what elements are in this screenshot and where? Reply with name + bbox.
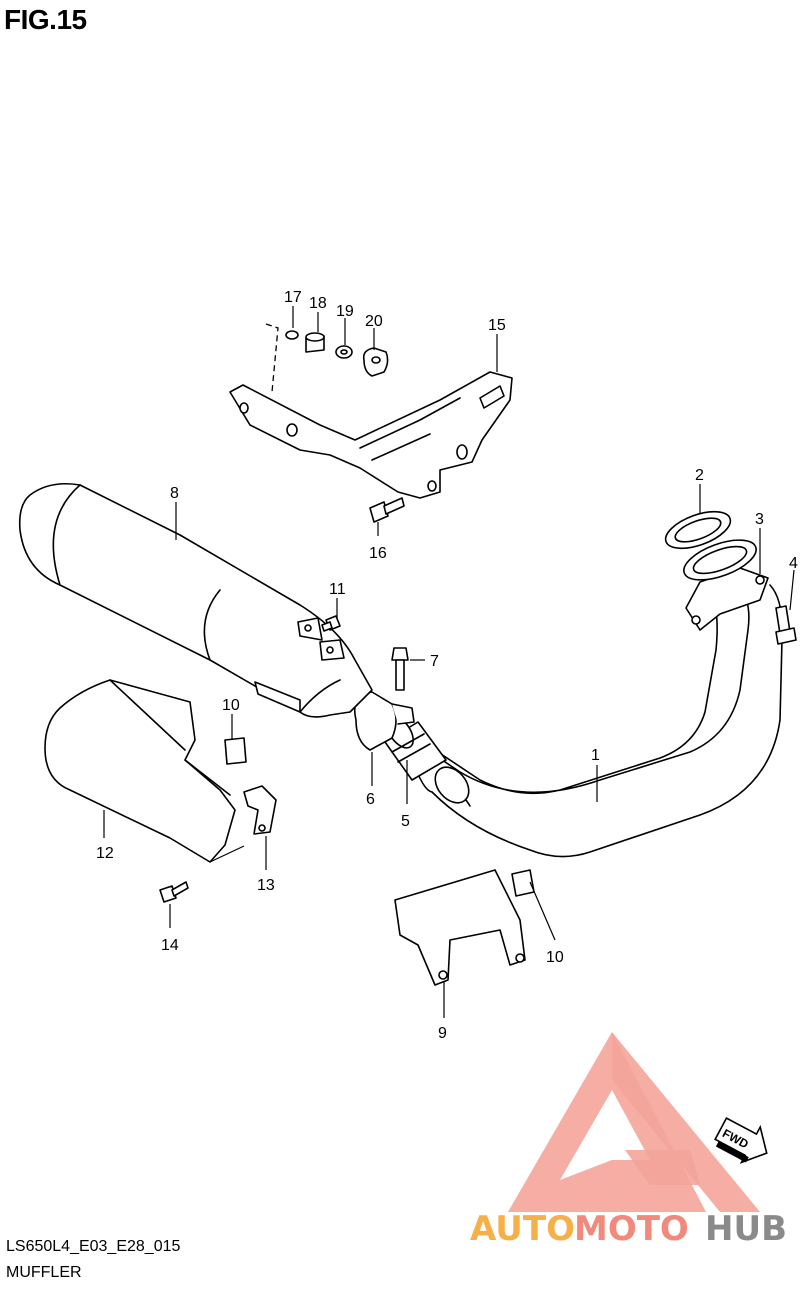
callout-7: 7 [430, 653, 439, 670]
part-collar [305, 332, 325, 353]
leader-lines [103, 306, 795, 1018]
callout-6: 6 [366, 791, 375, 808]
part-muffler-heat-shield [44, 679, 236, 863]
section-name: MUFFLER [6, 1264, 82, 1281]
callout-4: 4 [789, 555, 798, 572]
callout-5: 5 [401, 813, 410, 830]
part-lower-heat-shield [394, 869, 526, 986]
part-damper [362, 347, 389, 377]
callout-1: 1 [591, 747, 600, 764]
callout-20: 20 [365, 313, 383, 330]
callout-19: 19 [336, 303, 354, 320]
callout-18: 18 [309, 295, 327, 312]
watermark-hub: HUB [705, 1209, 787, 1249]
assembly-guide-line [265, 323, 279, 393]
part-heat-shield-bracket [243, 785, 277, 835]
part-gasket [664, 510, 732, 550]
watermark-moto: MOTO [574, 1209, 689, 1249]
part-bracket-mount-bolt [369, 497, 405, 523]
part-washer [335, 345, 353, 359]
watermark-logo: AUTO MOTO HUB [470, 1032, 787, 1249]
part-flange [683, 539, 769, 631]
forward-direction-arrow: FWD [714, 1117, 768, 1164]
callout-10-lower: 10 [546, 949, 564, 966]
callout-17: 17 [284, 289, 302, 306]
part-clamp-bolt [391, 647, 409, 691]
callout-15: 15 [488, 317, 506, 334]
watermark-auto: AUTO [470, 1209, 575, 1249]
part-muffler [18, 482, 373, 718]
part-nut [285, 330, 299, 340]
callout-12: 12 [96, 845, 114, 862]
callout-14: 14 [161, 937, 179, 954]
callout-8: 8 [170, 485, 179, 502]
part-flange-bolt [775, 605, 797, 645]
callout-11: 11 [329, 581, 346, 598]
callout-labels: 1 2 3 4 5 6 7 8 9 10 10 11 12 13 14 15 1… [96, 289, 798, 1042]
callout-9: 9 [438, 1025, 447, 1042]
part-bracket-bolt [159, 881, 189, 903]
callout-16: 16 [369, 545, 387, 562]
callout-10-upper: 10 [222, 697, 240, 714]
part-muffler-screw [321, 615, 341, 632]
part-exhaust-pipe [404, 584, 784, 858]
figure-title: FIG.15 [4, 4, 87, 35]
callout-2: 2 [695, 467, 704, 484]
figure-code: LS650L4_E03_E28_015 [6, 1238, 181, 1255]
callout-13: 13 [257, 877, 275, 894]
part-cushion-upper [224, 737, 247, 765]
part-muffler-bracket [229, 371, 513, 499]
callout-3: 3 [755, 511, 764, 528]
